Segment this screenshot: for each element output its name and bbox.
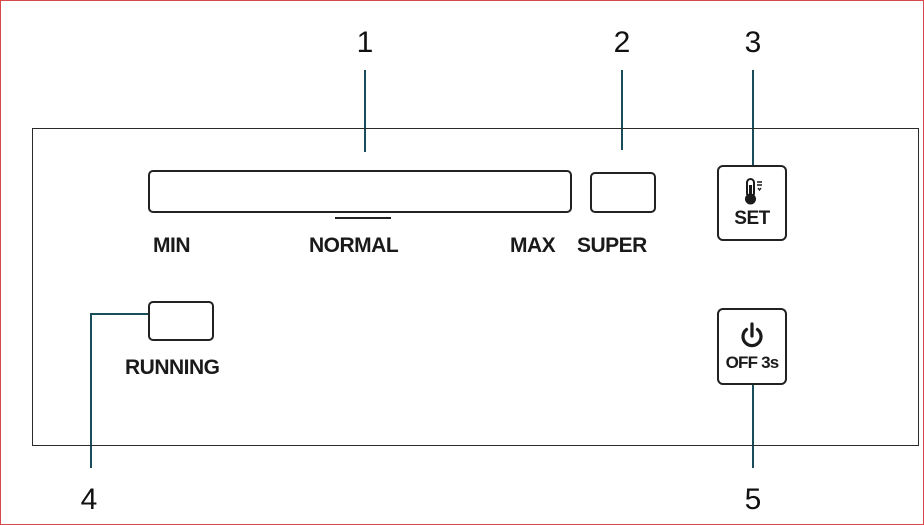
- leader-line-2: [621, 70, 623, 150]
- normal-marker: [335, 217, 391, 219]
- power-button-label: OFF 3s: [725, 352, 780, 372]
- super-label: SUPER: [577, 234, 647, 257]
- leader-line-4: [90, 313, 92, 468]
- min-label: MIN: [153, 234, 191, 257]
- thermometer-icon: [737, 177, 767, 207]
- leader-line-4-horizontal: [90, 313, 148, 315]
- callout-number-5: 5: [744, 483, 762, 516]
- callout-number-2: 2: [613, 26, 631, 59]
- callout-number-3: 3: [744, 26, 762, 59]
- leader-line-3: [752, 70, 754, 166]
- callout-number-4: 4: [80, 483, 98, 516]
- power-button[interactable]: OFF 3s: [717, 308, 787, 385]
- running-indicator: [148, 301, 214, 341]
- leader-line-5: [752, 385, 754, 468]
- running-label: RUNNING: [125, 356, 220, 379]
- control-panel: [32, 128, 919, 446]
- set-button[interactable]: SET: [717, 165, 787, 241]
- super-indicator: [590, 172, 656, 213]
- normal-label: NORMAL: [309, 234, 399, 257]
- leader-line-1: [364, 70, 366, 152]
- set-button-label: SET: [734, 208, 770, 229]
- max-label: MAX: [510, 234, 556, 257]
- temperature-scale-indicator: [148, 170, 572, 213]
- callout-number-1: 1: [356, 26, 374, 59]
- power-icon: [737, 321, 767, 351]
